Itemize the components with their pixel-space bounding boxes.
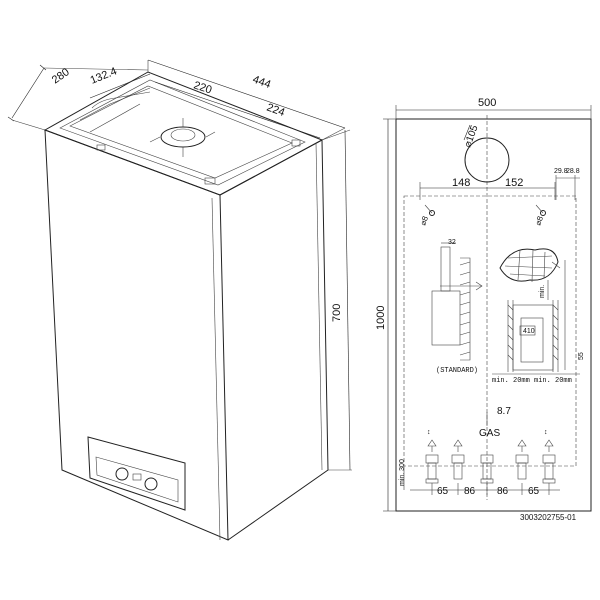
flue-hole (464, 137, 510, 183)
min-vertical-label: min. (539, 285, 546, 298)
screw-hole-right (540, 210, 546, 216)
brick-wall (499, 248, 559, 282)
boiler-outline (403, 195, 577, 467)
bracket (96, 144, 106, 151)
pipe-fitting (425, 454, 439, 464)
wall-hatch (460, 257, 471, 361)
dim-top-right-label: 224 (265, 102, 286, 120)
display (132, 473, 142, 481)
dim-top-center-label: 220 (192, 79, 213, 96)
dim-left-offset-label: 148 (452, 177, 470, 189)
flue-pipe-section (440, 246, 451, 292)
mounting-plate-view: 500 1000 ⌀105 148 152 29.8 28.8 ⌀8 ⌀8 32 (375, 97, 592, 522)
screw-hole-left (429, 210, 435, 216)
dim-width-label: 444 (251, 74, 272, 92)
pipe-connections (425, 454, 556, 484)
service-box (512, 304, 554, 371)
boiler-3d-view: 280 132.4 220 444 224 700 (7, 59, 352, 541)
hole-left-label: ⌀8 (418, 214, 430, 226)
standard-label: (STANDARD) (436, 367, 478, 375)
boiler-top-face (43, 71, 324, 196)
pipe-spacing-2: 86 (464, 486, 476, 497)
part-number: 3003202755-01 (520, 513, 577, 522)
dim-depth-label: 280 (50, 66, 72, 86)
boiler-side-face (219, 139, 329, 541)
gas-label: GAS (479, 428, 500, 439)
dim-410-label: 410 (523, 328, 535, 335)
dim-height-label: 700 (331, 304, 343, 322)
control-knob-left (115, 467, 129, 481)
dim-small-2: 28.8 (566, 168, 580, 175)
dim-plate-height-label: 1000 (375, 306, 387, 330)
dim-right-offset-label: 152 (505, 177, 523, 189)
boiler-section (431, 290, 461, 346)
control-knob-right (144, 477, 158, 491)
dim-depth-line (7, 64, 47, 122)
flue-outlet (160, 126, 206, 148)
min-left-label: min. 20mm (492, 377, 530, 385)
svg-text:↕: ↕ (427, 429, 431, 436)
min-right-label: min. 20mm (534, 377, 572, 385)
service-box-inner (520, 317, 544, 363)
top-frame (59, 79, 306, 186)
boiler-front-face (44, 129, 229, 541)
top-inner-frame (69, 85, 293, 179)
flue-diameter-label: ⌀105 (462, 124, 480, 150)
plate-outline (395, 118, 592, 512)
pipe-spacing-3: 86 (497, 486, 509, 497)
dim-32-label: 32 (448, 239, 456, 246)
top-channel (79, 87, 151, 133)
dim-offset-label: 132.4 (89, 65, 119, 86)
pipe-spacing-4: 65 (528, 486, 540, 497)
hole-right-label: ⌀8 (533, 214, 545, 226)
pipe-spacing-1: 65 (437, 486, 449, 497)
dim-height-line (344, 129, 351, 471)
pipe-arrows: ↕ ↕ (427, 429, 554, 452)
svg-text:↕: ↕ (544, 429, 548, 436)
control-panel (87, 436, 186, 511)
dim-8-7-label: 8.7 (497, 406, 511, 417)
svg-text:55: 55 (578, 352, 585, 360)
pipe-min-label: min. 300 (399, 459, 406, 486)
dim-plate-width-label: 500 (478, 97, 496, 109)
dim-small-1: 29.8 (554, 168, 568, 175)
